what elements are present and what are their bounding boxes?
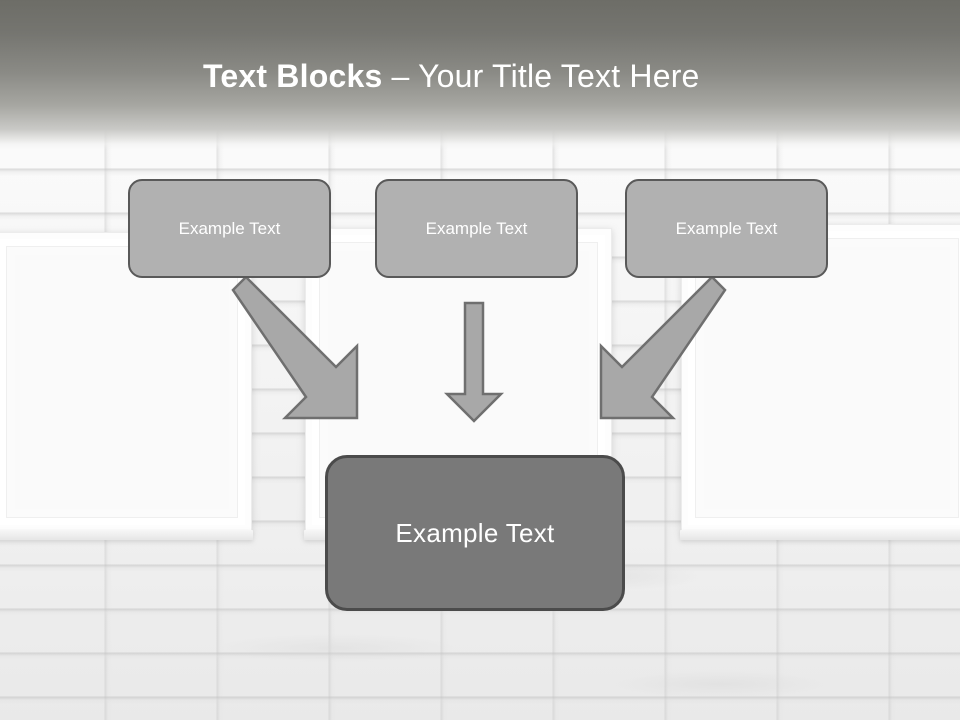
text-block-result[interactable]: Example Text [325,455,625,611]
frame-artwork [704,247,950,509]
frame-ledge [680,530,960,540]
frame-ledge [0,530,253,540]
text-block-1-label: Example Text [178,218,281,238]
text-block-1[interactable]: Example Text [128,179,331,278]
text-block-3-label: Example Text [675,218,778,238]
text-block-2[interactable]: Example Text [375,179,578,278]
picture-frame-left [0,232,253,540]
text-block-3[interactable]: Example Text [625,179,828,278]
title-banner [0,0,960,150]
arrow-left-diagonal [231,275,359,420]
page-title: Text Blocks – Your Title Text Here [203,54,700,98]
arrow-middle-vertical [443,301,505,423]
text-block-result-label: Example Text [395,517,555,548]
title-bold-part: Text Blocks [203,58,383,94]
text-block-2-label: Example Text [425,218,528,238]
title-regular-part: Your Title Text Here [418,58,700,94]
title-separator: – [382,58,419,94]
frame-artwork [15,255,229,509]
arrow-right-diagonal [599,275,727,420]
